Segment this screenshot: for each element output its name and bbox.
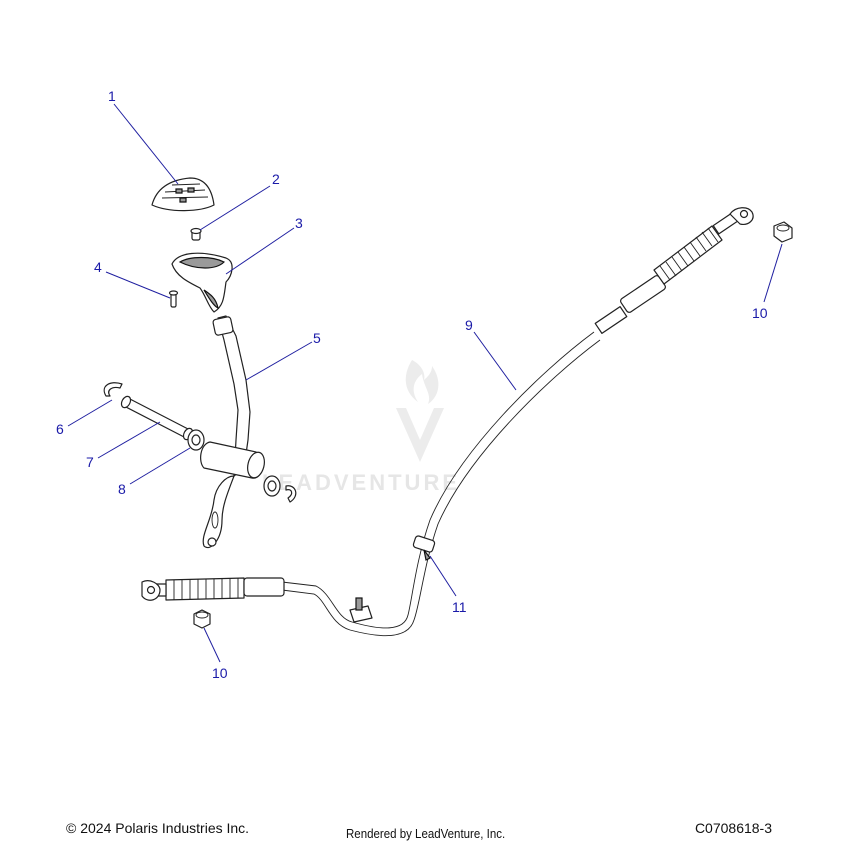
part-5-shift-lever <box>200 315 265 549</box>
callout-numbers: 1 2 3 4 5 6 7 8 9 10 10 11 <box>56 88 768 681</box>
callout-10-lower: 10 <box>212 665 228 681</box>
leader-7 <box>97 421 161 459</box>
callout-3: 3 <box>295 215 303 231</box>
leader-2 <box>199 185 271 231</box>
leader-6 <box>67 399 113 427</box>
part-9-shift-cable <box>141 207 754 637</box>
part-6-retaining-clip <box>103 382 123 397</box>
leader-10-lower <box>203 627 221 663</box>
callout-7: 7 <box>86 454 94 470</box>
part-2-screw <box>190 227 202 241</box>
v-logo-icon <box>396 408 444 462</box>
callout-9: 9 <box>465 317 473 333</box>
right-bushing-and-clip <box>263 475 297 503</box>
leader-3 <box>225 227 295 275</box>
leadventure-watermark: LEADVENTURE <box>262 360 457 495</box>
part-11-cable-clip <box>412 535 436 561</box>
copyright-text: © 2024 Polaris Industries Inc. <box>66 820 250 836</box>
leader-11 <box>429 555 457 597</box>
part-10-nut-upper <box>773 221 793 243</box>
part-7-pivot-pin <box>120 395 194 441</box>
rendered-by-text: Rendered by LeadVenture, Inc. <box>346 827 506 841</box>
flame-logo-icon <box>405 360 439 404</box>
leader-1 <box>113 103 179 185</box>
callout-8: 8 <box>118 481 126 497</box>
part-4-bolt <box>168 290 179 308</box>
leader-10-upper <box>763 243 783 303</box>
part-8-bushing <box>187 429 205 451</box>
callout-10-upper: 10 <box>752 305 768 321</box>
upper-bellows <box>653 225 723 285</box>
diagram-code: C0708618-3 <box>694 820 772 836</box>
leader-9 <box>473 331 517 391</box>
leader-8 <box>129 447 191 485</box>
callout-11: 11 <box>452 599 467 615</box>
leader-5 <box>245 341 313 381</box>
callout-6: 6 <box>56 421 64 437</box>
callout-5: 5 <box>313 330 321 346</box>
part-3-knob-body <box>171 252 233 313</box>
part-1-knob-cap <box>151 177 215 212</box>
callout-2: 2 <box>272 171 280 187</box>
part-10-nut-lower <box>193 609 211 629</box>
callout-1: 1 <box>108 88 116 104</box>
lower-bellows <box>165 577 245 601</box>
leader-4 <box>105 271 171 299</box>
callout-4: 4 <box>94 259 102 275</box>
callout-leaders <box>67 103 783 663</box>
